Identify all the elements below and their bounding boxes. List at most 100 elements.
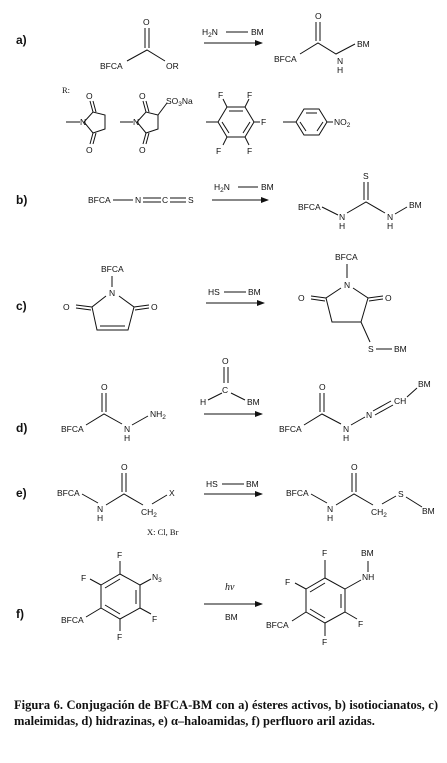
svg-text:HS: HS [206, 479, 218, 489]
svg-text:NO2: NO2 [334, 117, 351, 129]
svg-text:H2N: H2N [202, 27, 218, 39]
svg-text:F: F [322, 637, 327, 647]
svg-text:O: O [385, 293, 392, 303]
r-pentafluorophenyl: F F F F F [206, 90, 266, 156]
svg-text:BFCA: BFCA [266, 620, 289, 630]
svg-text:O: O [139, 145, 146, 155]
svg-text:SO3Na: SO3Na [166, 96, 193, 108]
svg-text:S: S [363, 171, 369, 181]
label-a: a) [16, 33, 27, 47]
svg-text:BM: BM [394, 344, 407, 354]
label-c: c) [16, 299, 27, 313]
svg-text:F: F [216, 146, 221, 156]
svg-text:BFCA: BFCA [298, 202, 321, 212]
svg-text:O: O [351, 462, 358, 472]
svg-text:CH2: CH2 [371, 507, 387, 519]
svg-text:BM: BM [247, 397, 260, 407]
svg-text:S: S [398, 489, 404, 499]
svg-text:O: O [298, 293, 305, 303]
reaction-d: d) BFCA O N H NH2 O C H BM BFCA O N H N … [16, 356, 431, 443]
svg-text:BM: BM [361, 548, 374, 558]
conjugation-scheme: a) O BFCA OR H2N BM O BFCA N H BM R: N O… [16, 11, 435, 647]
r-sulfo-nhs: N O O SO3Na [120, 91, 193, 155]
svg-text:N: N [343, 424, 349, 434]
svg-text:CH: CH [394, 396, 406, 406]
svg-text:BFCA: BFCA [57, 488, 80, 498]
r-nitrophenyl: NO2 [283, 108, 351, 136]
svg-text:X: X [169, 488, 175, 498]
svg-text:N: N [337, 56, 343, 66]
svg-text:F: F [218, 90, 223, 100]
svg-text:BM: BM [251, 27, 264, 37]
halogen-note: X: Cl, Br [147, 527, 179, 537]
svg-text:H: H [327, 513, 333, 523]
label-d: d) [16, 421, 27, 435]
reaction-a: a) O BFCA OR H2N BM O BFCA N H BM R: N O… [16, 11, 370, 156]
svg-text:O: O [121, 462, 128, 472]
svg-text:H: H [387, 221, 393, 231]
svg-text:H: H [343, 433, 349, 443]
svg-text:N: N [97, 504, 103, 514]
svg-text:BFCA: BFCA [101, 264, 124, 274]
figure-caption: Figura 6. Conjugación de BFCA-BM con a) … [14, 698, 438, 728]
svg-text:N: N [133, 117, 139, 127]
svg-text:F: F [285, 577, 290, 587]
svg-text:CH2: CH2 [141, 507, 157, 519]
svg-text:O: O [319, 382, 326, 392]
reaction-b: b) BFCA N C S H2N BM BFCA N H S N H BM [16, 171, 422, 231]
label-e: e) [16, 486, 27, 500]
svg-text:BM: BM [261, 182, 274, 192]
svg-text:F: F [117, 550, 122, 560]
svg-text:BM: BM [248, 287, 261, 297]
svg-text:N: N [124, 424, 130, 434]
svg-text:N: N [387, 212, 393, 222]
svg-text:OR: OR [166, 61, 179, 71]
reaction-c: c) BFCA N O O HS BM BFCA N O O S BM [16, 252, 407, 354]
svg-text:O: O [143, 17, 150, 27]
svg-text:F: F [81, 573, 86, 583]
svg-text:O: O [139, 91, 146, 101]
svg-text:BM: BM [225, 612, 238, 622]
svg-text:N: N [339, 212, 345, 222]
svg-text:O: O [101, 382, 108, 392]
svg-text:BFCA: BFCA [61, 424, 84, 434]
svg-text:H: H [200, 397, 206, 407]
svg-text:N: N [344, 280, 350, 290]
svg-text:H: H [97, 513, 103, 523]
svg-text:BFCA: BFCA [88, 195, 111, 205]
svg-text:F: F [261, 117, 266, 127]
svg-text:NH: NH [362, 572, 374, 582]
reaction-f: f) F F N3 F F BFCA hν BM F F NH BM F F B… [16, 548, 374, 647]
svg-text:S: S [368, 344, 374, 354]
svg-text:O: O [86, 91, 93, 101]
svg-text:O: O [315, 11, 322, 21]
svg-text:N: N [366, 410, 372, 420]
svg-text:NH2: NH2 [150, 409, 166, 421]
svg-text:BM: BM [418, 379, 431, 389]
svg-text:N: N [327, 504, 333, 514]
svg-text:O: O [222, 356, 229, 366]
svg-text:BM: BM [409, 200, 422, 210]
svg-text:F: F [247, 90, 252, 100]
svg-text:BFCA: BFCA [274, 54, 297, 64]
svg-text:S: S [188, 195, 194, 205]
svg-text:F: F [322, 548, 327, 558]
svg-text:BFCA: BFCA [61, 615, 84, 625]
r-label: R: [62, 85, 70, 95]
svg-text:H: H [339, 221, 345, 231]
svg-text:N: N [109, 288, 115, 298]
svg-text:C: C [162, 195, 168, 205]
label-f: f) [16, 607, 24, 621]
svg-text:BFCA: BFCA [286, 488, 309, 498]
hv-label: hν [225, 582, 235, 593]
svg-text:F: F [152, 614, 157, 624]
svg-text:O: O [86, 145, 93, 155]
svg-text:O: O [151, 302, 158, 312]
svg-text:BFCA: BFCA [335, 252, 358, 262]
svg-text:N: N [80, 117, 86, 127]
svg-text:C: C [222, 385, 228, 395]
svg-text:F: F [358, 619, 363, 629]
svg-text:BM: BM [246, 479, 259, 489]
svg-text:BFCA: BFCA [100, 61, 123, 71]
svg-text:H2N: H2N [214, 182, 230, 194]
